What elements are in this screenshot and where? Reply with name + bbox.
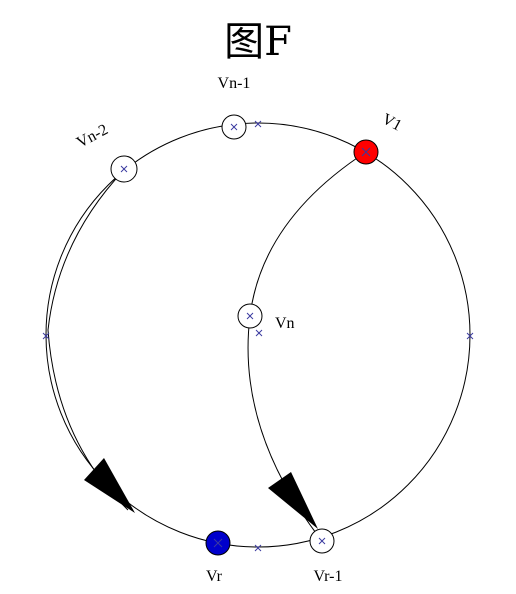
vertex-vn2[interactable]: Vn-2 (74, 121, 138, 183)
vertex-v1-label: V1 (379, 111, 404, 135)
vertex-vn1-label: Vn-1 (218, 75, 251, 92)
cross-marker (42, 332, 50, 340)
outer-cycle-edge (45, 122, 471, 548)
vertex-vn-label: Vn (275, 315, 295, 332)
figure-title: 图F (224, 19, 292, 65)
vertex-vr1[interactable]: Vr-1 (309, 528, 343, 585)
vertex-cross (213, 538, 223, 548)
chord-v1-vn-edge (249, 151, 367, 317)
vertex-cross (230, 123, 238, 131)
vertex-cross (120, 165, 128, 173)
arrowhead-left (84, 458, 135, 513)
cross-marker (254, 544, 262, 552)
vertex-vr[interactable]: Vr (205, 530, 231, 585)
vertex-vr1-label: Vr-1 (314, 568, 343, 585)
vertex-vn2-label: Vn-2 (74, 121, 111, 151)
vertex-cross (318, 537, 326, 545)
cross-marker (255, 329, 263, 337)
edge-markers (42, 120, 474, 552)
vertex-vr-label: Vr (206, 568, 223, 585)
chord-vn-vr1-edge (247, 315, 323, 542)
arrows (84, 458, 318, 529)
vertex-vn[interactable]: Vn (237, 303, 295, 332)
cross-marker (254, 120, 262, 128)
arrowhead-center (268, 472, 318, 529)
vertex-v1[interactable]: V1 (353, 111, 404, 165)
cross-marker (466, 332, 474, 340)
vertex-vn1[interactable]: Vn-1 (218, 75, 251, 140)
vertex-cross (361, 147, 371, 157)
vertex-cross (246, 312, 254, 320)
parallel-edge-vn2 (47, 169, 129, 511)
